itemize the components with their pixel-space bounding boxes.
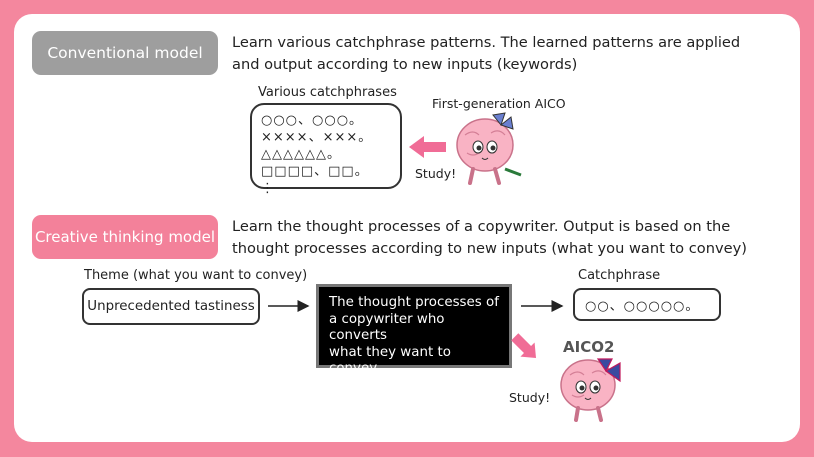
- catchphrase-title: Catchphrase: [578, 268, 661, 283]
- theme-box: Unprecedented tastiness: [82, 288, 260, 325]
- theme-value: Unprecedented tastiness: [87, 299, 255, 314]
- catchphrase-pattern: ××××、×××。: [261, 130, 373, 145]
- pink-arrow-left: [409, 136, 446, 158]
- aico2-character: [560, 358, 621, 422]
- catchphrase-pattern-list: ○○○、○○○。 ××××、×××。 △△△△△△。 □□□□、□□。 ⋮: [261, 112, 372, 197]
- study-label-1: Study!: [415, 166, 457, 181]
- catchphrase-pattern: ⋮: [261, 181, 275, 196]
- catchphrase-box: ○○、○○○○○。: [573, 288, 721, 321]
- thought-process-box: The thought processes of a copywriter wh…: [316, 284, 512, 393]
- conventional-desc-line2: and output according to new inputs (keyw…: [232, 56, 578, 73]
- pink-arrow-diagonal: [511, 333, 536, 358]
- creative-description: Learn the thought processes of a copywri…: [232, 216, 747, 260]
- study-label-2: Study!: [509, 390, 551, 405]
- catchphrase-pattern: △△△△△△。: [261, 147, 341, 162]
- aico1-character: [456, 112, 522, 185]
- catchphrase-pattern: ○○○、○○○。: [261, 113, 364, 128]
- theme-title: Theme (what you want to convey): [84, 268, 308, 283]
- process-line: a copywriter who converts: [329, 311, 445, 344]
- creative-model-badge: Creative thinking model: [32, 215, 218, 259]
- catchphrases-box-title: Various catchphrases: [258, 85, 397, 100]
- conventional-description: Learn various catchphrase patterns. The …: [232, 32, 740, 76]
- aico1-label: First-generation AICO: [432, 96, 566, 111]
- catchphrase-pattern: □□□□、□□。: [261, 164, 369, 179]
- conventional-desc-line1: Learn various catchphrase patterns. The …: [232, 34, 741, 51]
- creative-desc-line1: Learn the thought processes of a copywri…: [232, 218, 731, 235]
- catchphrases-box: [250, 103, 402, 189]
- catchphrase-value: ○○、○○○○○。: [585, 299, 700, 314]
- process-line: The thought processes of: [329, 295, 499, 310]
- creative-desc-line2: thought processes according to new input…: [232, 240, 747, 257]
- aico2-logo: AICO2: [563, 338, 615, 356]
- process-line: what they want to convey: [329, 344, 451, 377]
- process-line: into a catchphrase: [329, 377, 454, 393]
- conventional-model-badge: Conventional model: [32, 31, 218, 75]
